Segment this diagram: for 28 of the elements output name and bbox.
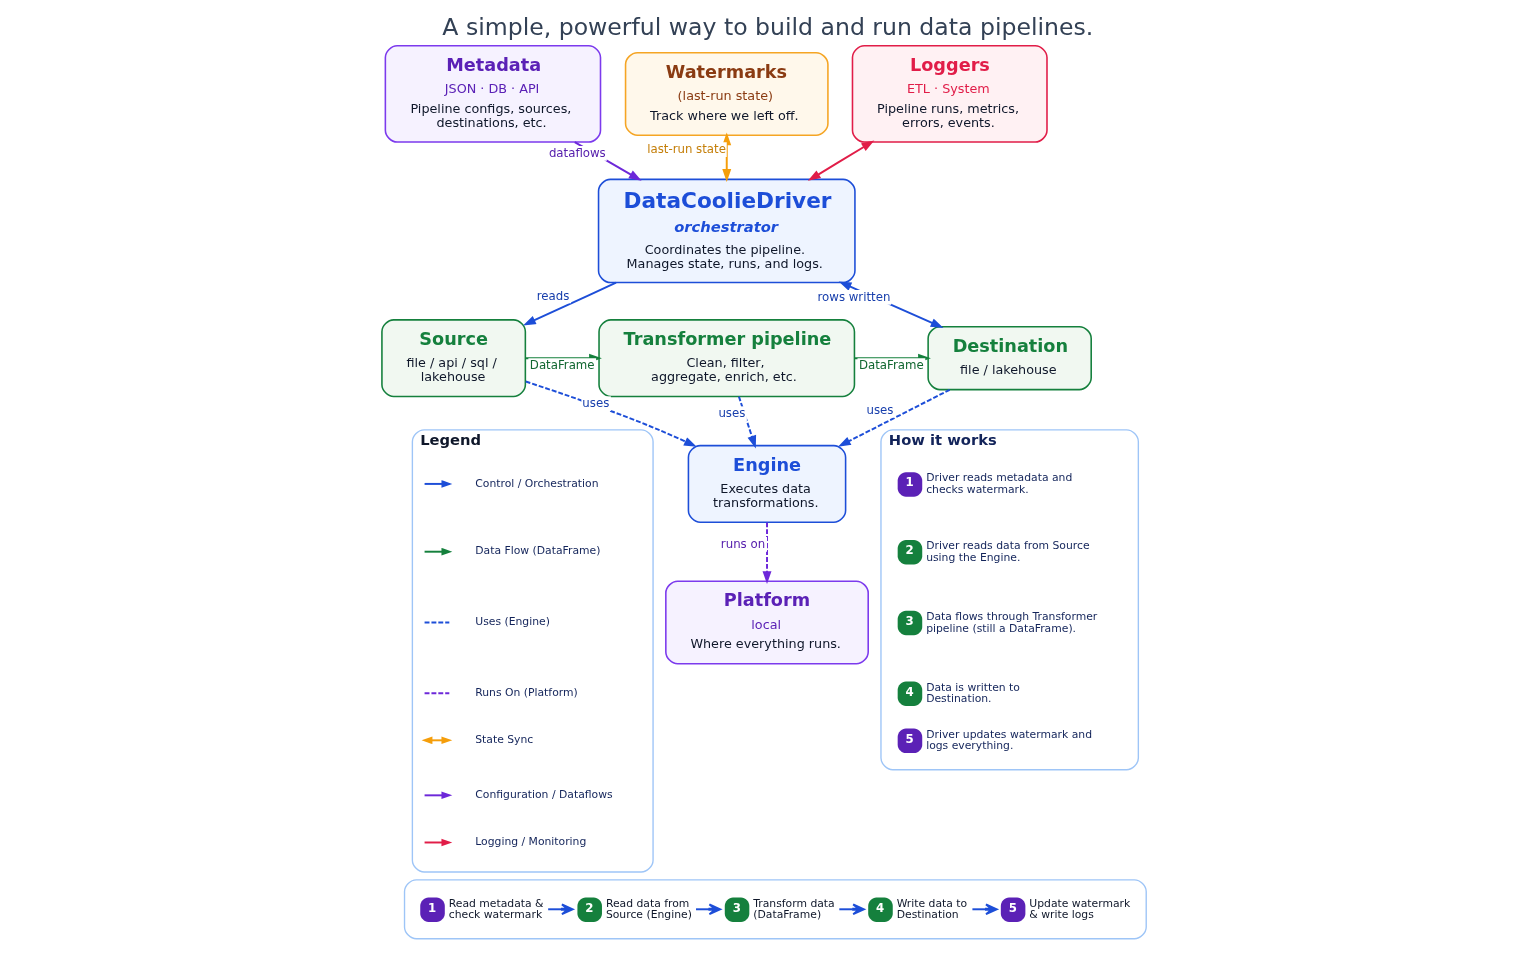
node-label: Read metadata & check watermark: [448, 896, 544, 922]
legend-label: Control / Orchestration: [475, 476, 599, 490]
edge-label: reads: [536, 288, 570, 303]
edge-label: last-run state: [647, 142, 726, 157]
edge-label: runs on: [720, 536, 766, 551]
node-label: Driver reads metadata and checks watermark.: [926, 471, 1073, 497]
edge-label: uses: [718, 406, 746, 421]
node-label: Driver updates watermark and logs everything.: [926, 727, 1093, 753]
edge-label: rows written: [817, 289, 891, 304]
diagram-title: A simple, powerful way to build and run data pipelines.: [442, 13, 1094, 42]
legend-label: Runs On (Platform): [475, 685, 578, 699]
node-label: Read data from Source (Engine): [605, 896, 692, 922]
node-label: Update watermark & write logs: [1029, 896, 1131, 922]
node-label: Driver reads data from Source using the Engine.: [926, 539, 1090, 564]
legend-label: Configuration / Dataflows: [475, 788, 613, 802]
node-label: Data flows through Transformer pipeline (still a DataFrame).: [926, 609, 1098, 635]
edge-label: DataFrame: [529, 358, 595, 373]
edge-label: dataflows: [548, 145, 606, 160]
legend-label: Uses (Engine): [475, 615, 550, 629]
legend-label: Data Flow (DataFrame): [475, 544, 601, 558]
edge-label: DataFrame: [858, 358, 924, 373]
legend-label: Logging / Monitoring: [475, 835, 587, 849]
node-label: Data is written to Destination.: [926, 680, 1020, 706]
legend-label: State Sync: [475, 733, 534, 747]
node-label: Transform data (DataFrame): [753, 896, 835, 922]
edge-label: uses: [582, 396, 610, 411]
node-label: Write data to Destination: [896, 896, 968, 922]
edge-label: uses: [866, 402, 894, 417]
